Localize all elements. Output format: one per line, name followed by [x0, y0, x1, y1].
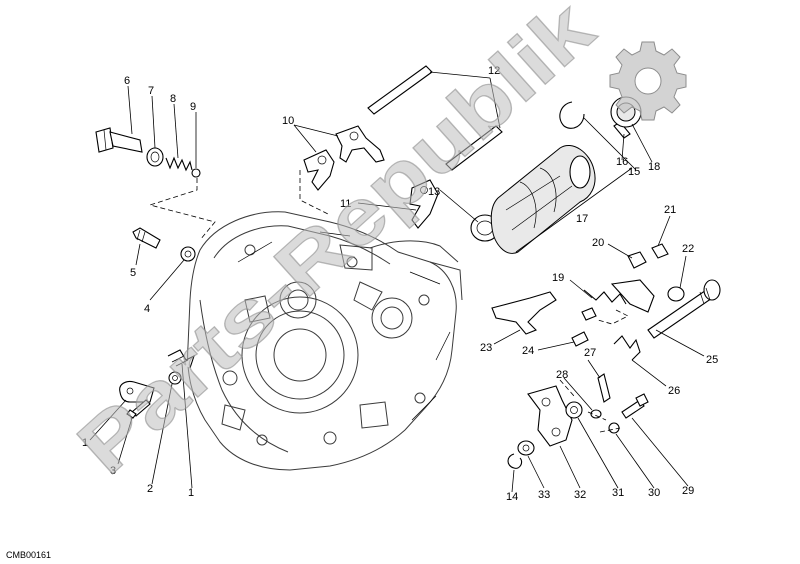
part-18-gearshift-drum: [490, 145, 596, 254]
drawing-code: CMB00161: [6, 550, 51, 560]
callout-23: 22: [682, 243, 694, 255]
callout-14: 13: [428, 186, 440, 198]
callout-20: 19: [552, 272, 564, 284]
callout-1a: 1: [82, 437, 88, 449]
callout-17: 16: [616, 156, 628, 168]
part-9-spring: [165, 156, 193, 172]
part-33-detent-lever: [527, 385, 573, 447]
callout-27: 26: [668, 385, 680, 397]
part-11-selector-fork-a: [303, 149, 335, 191]
part-13-fork-rod-lower: [445, 125, 503, 171]
callout-3: 3: [110, 465, 116, 477]
part-34-washer: [517, 440, 535, 456]
drum-assembly-line: [515, 167, 633, 253]
callout-26: 25: [706, 354, 718, 366]
callout-33: 32: [574, 489, 586, 501]
part-30-screw: [621, 393, 649, 419]
callout-9: 8: [170, 93, 176, 105]
part-7-plug-bolt: [95, 127, 143, 153]
part-10-ball: [191, 168, 201, 178]
part-28-screw: [597, 373, 611, 403]
callout-22: 21: [664, 204, 676, 216]
part-2-washer: [168, 371, 182, 385]
part-23-bushing: [667, 286, 685, 302]
part-20-spring: [583, 289, 627, 305]
crankcase-half: [187, 211, 463, 471]
part-15-circlip: [507, 453, 523, 469]
callout-2: 2: [147, 483, 153, 495]
part-1-spring: [167, 349, 195, 369]
callout-10: 9: [190, 101, 196, 113]
callout-16: 15: [628, 166, 640, 178]
callout-24: 23: [480, 342, 492, 354]
assembly-line-11: [299, 170, 331, 216]
part-11-selector-fork-b: [335, 125, 385, 163]
callout-6: 5: [130, 267, 136, 279]
part-16-circlip: [559, 101, 585, 129]
part-4-lever-plate: [119, 380, 155, 403]
part-24-pawl-plate: [491, 291, 557, 335]
callout-13: 12: [488, 65, 500, 77]
callout-1b: 1: [188, 487, 194, 499]
callout-29: 28: [556, 369, 568, 381]
callout-8: 7: [148, 85, 154, 97]
watermark-text: Parts-Republik: [60, 0, 610, 491]
part-25-screw: [571, 307, 597, 347]
callout-5: 4: [144, 303, 150, 315]
leader-lines: [89, 71, 705, 493]
callout-7: 6: [124, 75, 130, 87]
callout-labels: 6 7 8 9 10 12 11 13 15 16 18 17 5 4 21 2…: [82, 65, 718, 503]
part-29-washer: [590, 409, 602, 419]
callout-12: 11: [340, 198, 351, 210]
gear-icon: [609, 41, 687, 121]
callout-25: 24: [522, 345, 534, 357]
part-8-washer: [146, 147, 164, 167]
part-12-selector-fork: [409, 179, 439, 229]
assembly-line-left: [148, 178, 216, 241]
callout-30: 29: [682, 485, 694, 497]
part-3-screw: [126, 399, 151, 419]
assembly-line-right: [559, 379, 621, 433]
callout-21: 20: [592, 237, 604, 249]
part-22-nut: [651, 243, 669, 259]
callout-28: 27: [584, 347, 596, 359]
callout-11: 10: [282, 115, 294, 127]
part-26-shift-shaft: [610, 279, 721, 339]
part-32-bushing: [565, 401, 583, 419]
callout-15: 14: [506, 491, 518, 503]
part-21-nut: [627, 251, 647, 269]
callout-18: 17: [576, 213, 588, 225]
callout-19: 18: [648, 161, 660, 173]
callout-34: 33: [538, 489, 550, 501]
part-6-sensor: [132, 227, 161, 249]
part-27-spring: [613, 335, 641, 361]
callout-31: 30: [648, 487, 660, 499]
part-31-washer: [608, 422, 620, 434]
callout-32: 31: [612, 487, 624, 499]
assembly-line-21: [597, 309, 629, 325]
part-5-washer: [180, 246, 196, 262]
